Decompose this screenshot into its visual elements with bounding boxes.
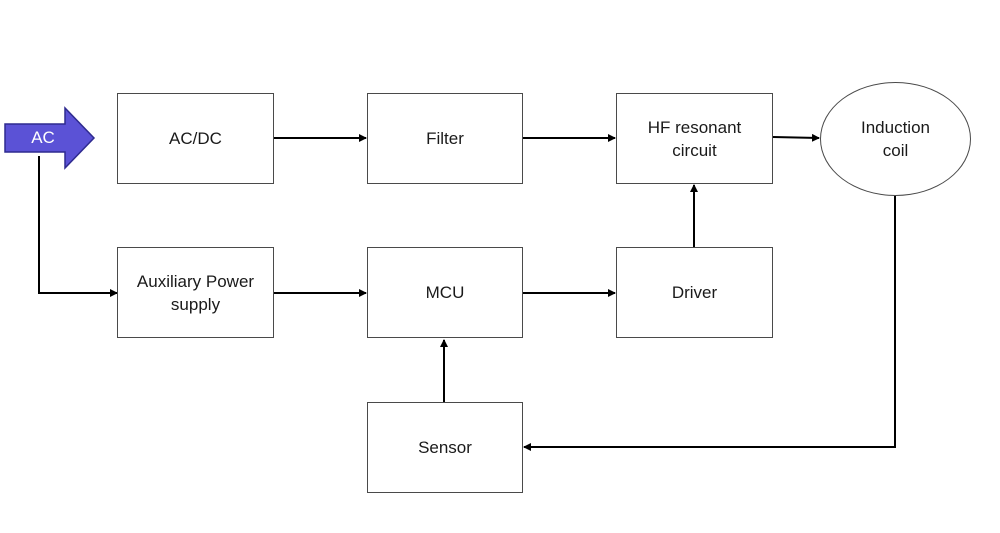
hf-resonant-label: HF resonant circuit [647,117,742,160]
ac-source-label: AC [31,128,55,147]
driver-label: Driver [671,283,718,302]
induction-coil-label: Induction coil [861,118,930,160]
induction-coil-block: Induction coil [820,82,971,196]
filter-block: Filter [367,93,523,184]
filter-label: Filter [426,129,464,148]
hf-resonant-block: HF resonant circuit [616,93,773,184]
mcu-block: MCU [367,247,523,338]
sensor-block: Sensor [367,402,523,493]
wire-ac-to-aux [38,156,118,297]
aux-power-label: Auxiliary Power supply [136,271,255,314]
driver-block: Driver [616,247,773,338]
wire-coil-to-sensor [523,196,896,451]
sensor-label: Sensor [418,438,472,457]
aux-power-block: Auxiliary Power supply [117,247,274,338]
acdc-block: AC/DC [117,93,274,184]
ac-source-arrow-shape [4,106,96,170]
wire-hf-to-coil [772,133,820,142]
acdc-label: AC/DC [169,129,222,148]
mcu-label: MCU [425,283,465,302]
